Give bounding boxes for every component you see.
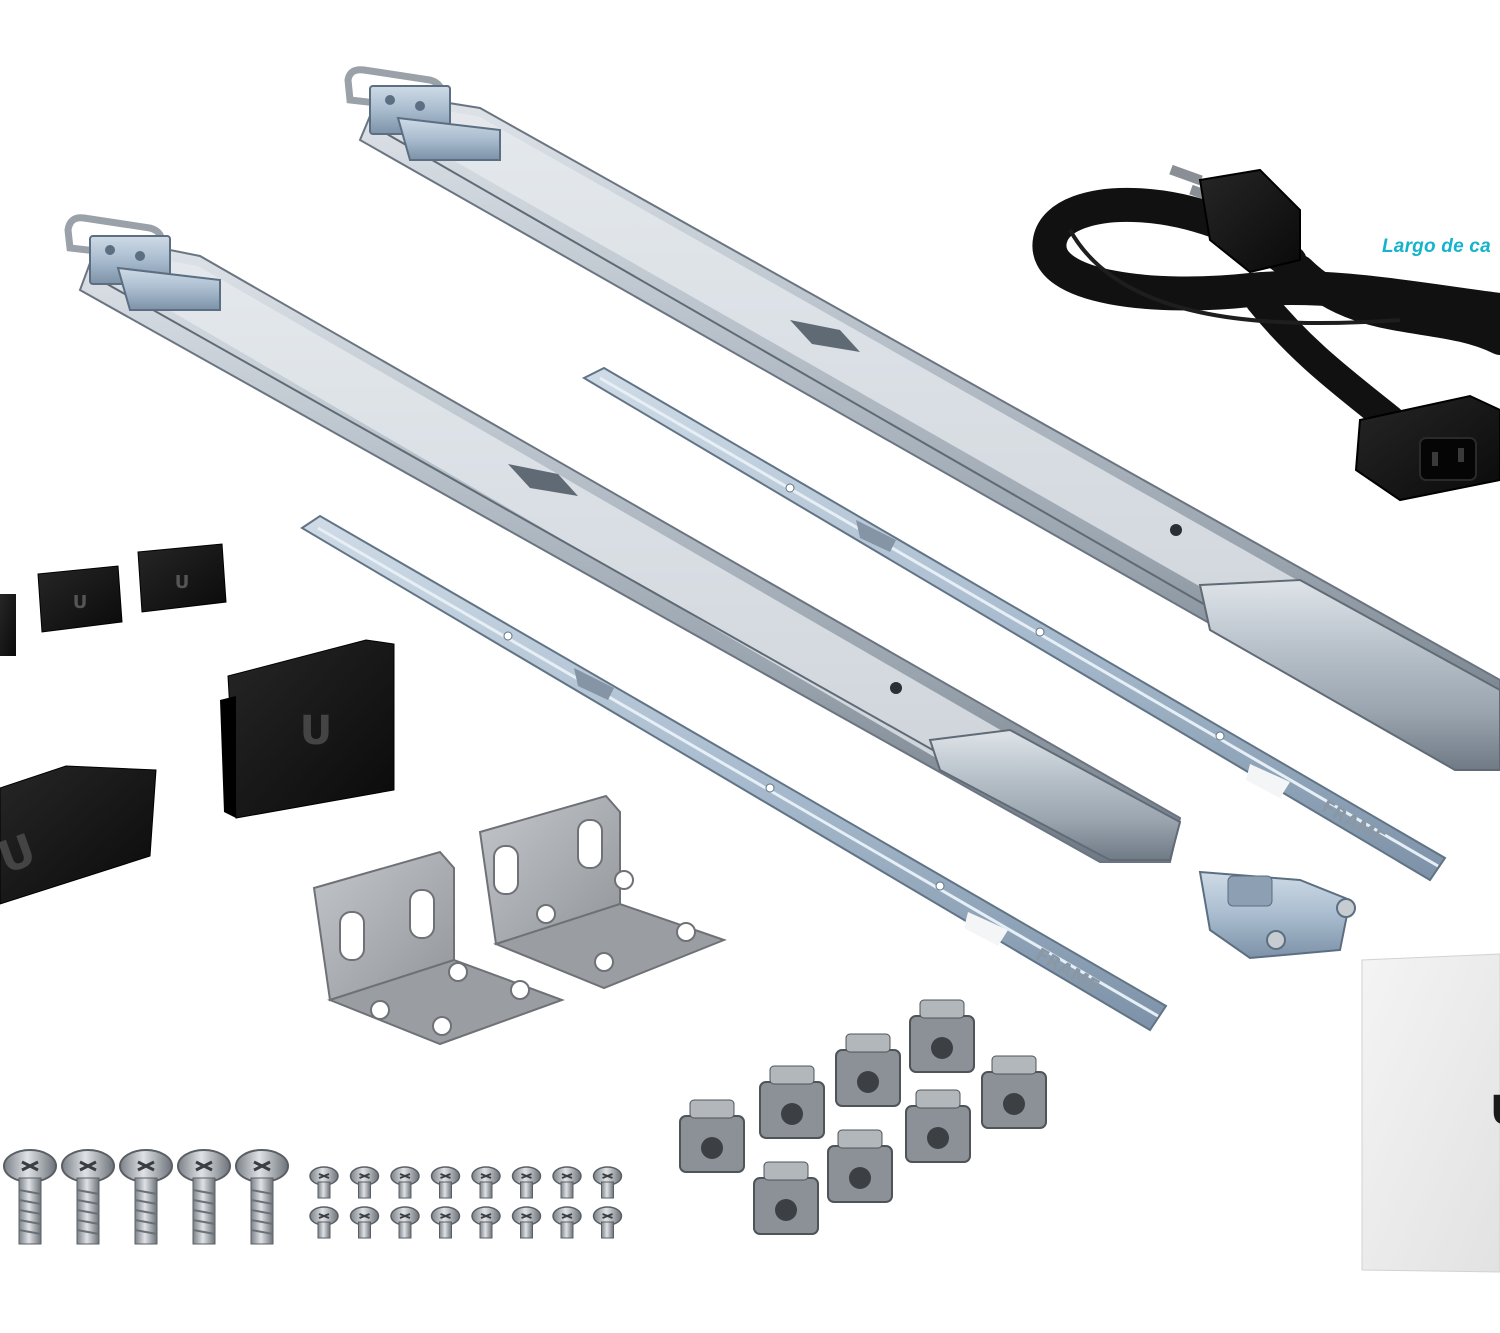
small-screw [430, 1206, 461, 1239]
large-screw [119, 1149, 173, 1245]
small-plastic-clip-2: U [37, 565, 123, 633]
cage-nuts [679, 999, 1047, 1235]
large-screws [3, 1149, 289, 1245]
power-cable [1032, 164, 1500, 502]
large-screw [235, 1149, 289, 1245]
small-screw [430, 1166, 461, 1199]
cage-nut [909, 999, 975, 1073]
inner-rail-upper: FRAME [581, 366, 1447, 882]
small-screw [511, 1206, 542, 1239]
small-screw [552, 1166, 582, 1199]
small-screw [349, 1206, 380, 1239]
small-screw [552, 1206, 582, 1239]
small-screw [309, 1166, 339, 1199]
rail-front-latch [1198, 870, 1356, 960]
small-screw [471, 1166, 501, 1199]
long-slide-rail-lower [64, 214, 1356, 960]
svg-text:U: U [175, 572, 190, 593]
small-screw [349, 1166, 380, 1199]
small-screw [309, 1206, 339, 1239]
small-screw [592, 1206, 623, 1239]
rail-end-handle-upper [344, 66, 501, 161]
small-plastic-clip-3: U [137, 543, 227, 613]
svg-text:U: U [1490, 1088, 1500, 1134]
iec-connector [1354, 394, 1500, 502]
rail-end-handle-lower [64, 214, 221, 311]
cage-nut [679, 1099, 745, 1173]
cage-nut [905, 1089, 971, 1163]
large-screw [3, 1149, 57, 1245]
large-end-cap-left: U [0, 765, 157, 905]
large-screw [177, 1149, 231, 1245]
cage-nut [835, 1033, 901, 1107]
mounting-bracket-left [312, 850, 565, 1046]
small-screw [390, 1206, 420, 1239]
large-end-cap-right: U [220, 639, 395, 819]
large-screw [61, 1149, 115, 1245]
cage-nut [759, 1065, 825, 1139]
small-screw [592, 1166, 623, 1199]
small-screw [390, 1166, 420, 1199]
small-screw [511, 1166, 542, 1199]
small-plastic-clip-1 [0, 594, 16, 656]
power-plug [1169, 164, 1301, 274]
cage-nut [981, 1055, 1047, 1129]
inner-rail-lower: FRAME [300, 514, 1168, 1032]
long-slide-rail-upper [344, 66, 1500, 771]
mounting-bracket-right [478, 794, 727, 990]
cage-nut [827, 1129, 893, 1203]
svg-text:U: U [73, 592, 88, 613]
cable-length-label: Largo de ca [1382, 236, 1491, 257]
small-screw [471, 1206, 501, 1239]
svg-text:U: U [300, 708, 332, 754]
instruction-sheet: U [1361, 953, 1500, 1273]
small-screws [309, 1166, 623, 1239]
cage-nut [753, 1161, 819, 1235]
